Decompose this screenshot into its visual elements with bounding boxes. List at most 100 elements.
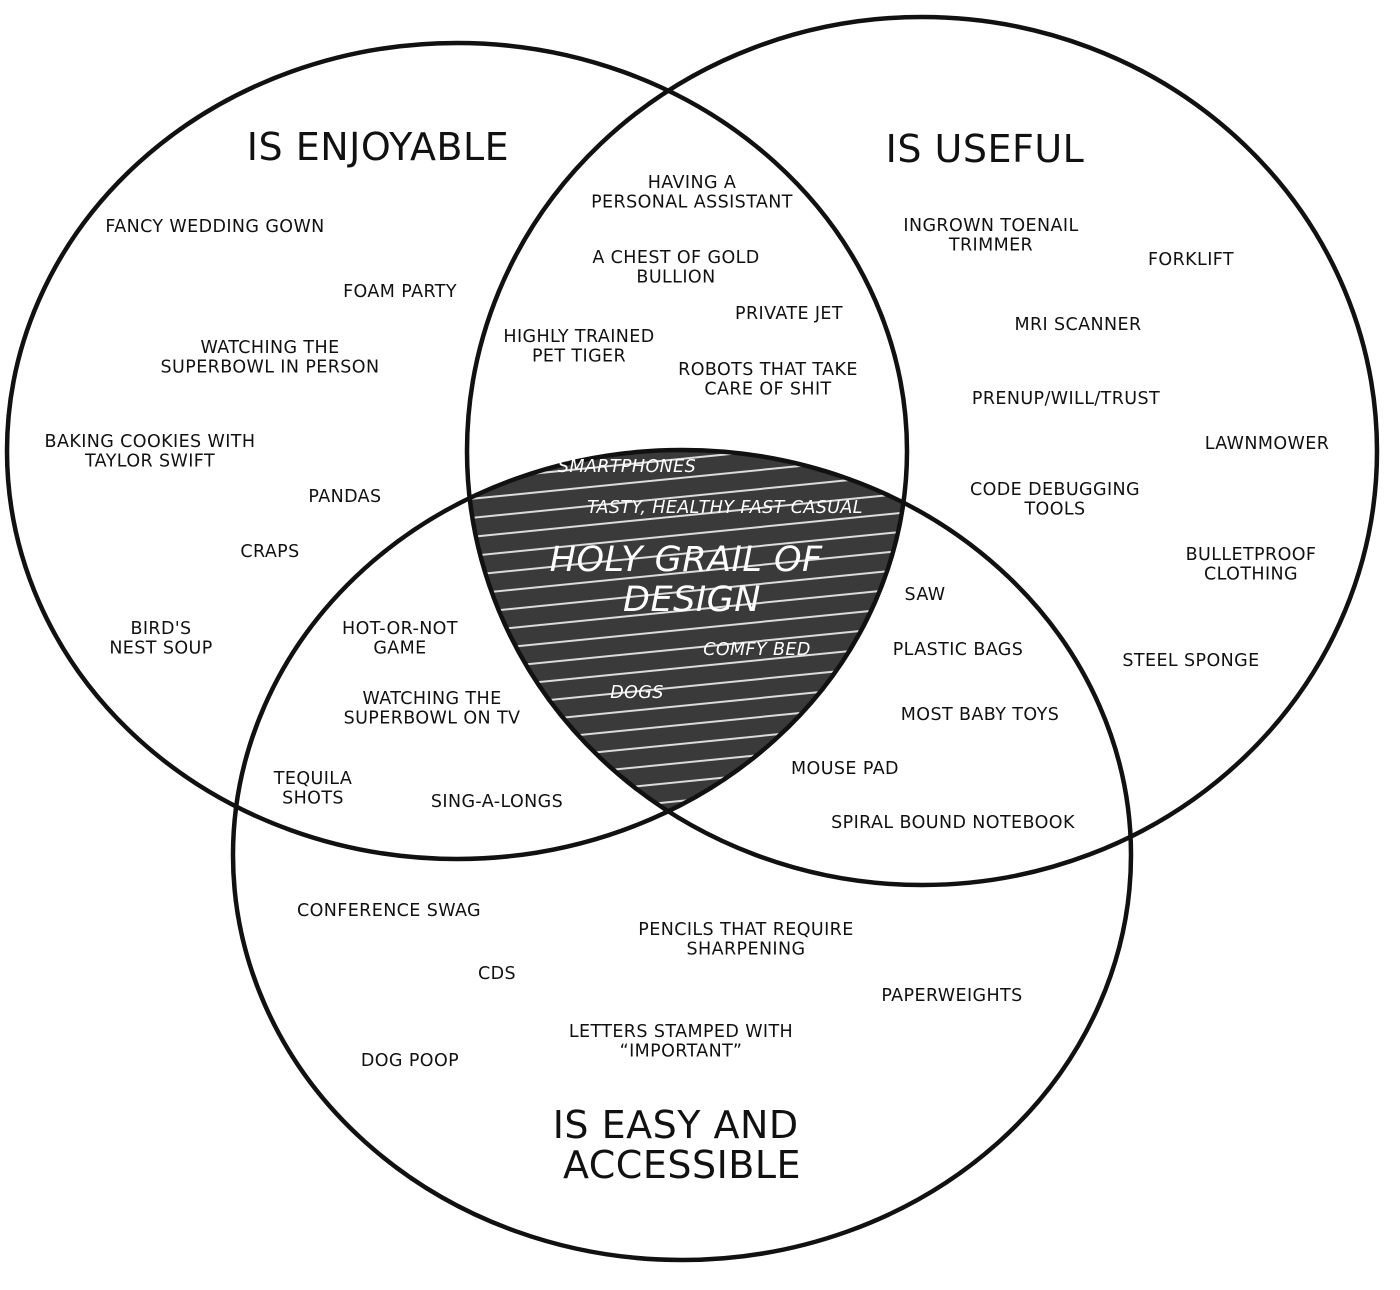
item-line: CONFERENCE SWAG [297,901,481,921]
item-all-three: SMARTPHONES [558,457,696,477]
item-line: PENCILS THAT REQUIRE [638,920,853,940]
item-all-three: TASTY, HEALTHY FAST CASUAL [587,498,863,518]
item-line: MRI SCANNER [1014,315,1141,335]
highlight-stripe [467,564,907,618]
item-easy-only: CDS [478,964,516,984]
item-enjoyable-only: FOAM PARTY [343,282,457,302]
highlight-stripe [430,394,950,446]
item-line: PAPERWEIGHTS [881,986,1022,1006]
item-line: INGROWN TOENAIL [903,216,1078,236]
item-line: TOOLS [1023,500,1085,520]
item-line: TEQUILA [273,769,352,789]
item-line: SPIRAL BOUND NOTEBOOK [831,813,1075,833]
item-line: “IMPORTANT” [620,1042,743,1062]
item-line: PRENUP/WILL/TRUST [972,389,1160,409]
item-line: TAYLOR SWIFT [84,452,215,472]
easy-circle [230,447,1134,1263]
item-line: BAKING COOKIES WITH [45,432,256,452]
item-line: CRAPS [240,542,299,562]
item-line: PERSONAL ASSISTANT [591,193,793,213]
item-useful-only: MRI SCANNER [1014,315,1141,335]
highlight-stripe [467,526,907,580]
center-title-line-1: HOLY GRAIL OF [550,540,823,580]
center-title-line-2: DESIGN [623,580,761,620]
item-line: DOGS [610,683,664,703]
item-line: MOST BABY TOYS [901,705,1059,725]
item-enjoyable-easy: SING-A-LONGS [431,792,563,812]
highlight-stripe [467,507,907,561]
item-easy-only: CONFERENCE SWAG [297,901,481,921]
item-line: COMFY BED [703,640,811,660]
set-title-easy-line-2: ACCESSIBLE [563,1143,801,1187]
item-line: SMARTPHONES [558,457,696,477]
item-line: GAME [373,639,426,659]
item-useful-easy: SPIRAL BOUND NOTEBOOK [831,813,1075,833]
item-line: STEEL SPONGE [1122,651,1259,671]
item-line: PANDAS [308,487,381,507]
item-line: PRIVATE JET [735,304,843,324]
item-line: CARE OF SHIT [704,380,831,400]
highlight-stripe [467,583,907,637]
item-line: SHOTS [282,789,344,809]
set-title-useful: IS USEFUL [886,127,1085,171]
item-enjoyable-only: PANDAS [308,487,381,507]
item-line: FORKLIFT [1148,250,1234,270]
item-line: BULLION [636,268,715,288]
item-line: SUPERBOWL IN PERSON [161,358,380,378]
item-line: PET TIGER [532,347,626,367]
item-line: TRIMMER [948,236,1033,256]
item-labels: FANCY WEDDING GOWN FOAM PARTY WATCHING THE… [45,173,1330,1071]
highlight-stripe [467,545,907,599]
enjoyable-circle [4,40,910,862]
item-useful-only: PRENUP/WILL/TRUST [972,389,1160,409]
highlight-stripe [430,375,950,427]
item-line: DOG POOP [361,1051,459,1071]
item-line: TASTY, HEALTHY FAST CASUAL [587,498,863,518]
item-line: SAW [905,585,946,605]
item-useful-easy: MOST BABY TOYS [901,705,1059,725]
item-line: WATCHING THE [200,338,339,358]
item-line: HOT-OR-NOT [342,619,458,639]
item-line: CDS [478,964,516,984]
item-line: LAWNMOWER [1205,434,1330,454]
item-line: FOAM PARTY [343,282,457,302]
item-line: SING-A-LONGS [431,792,563,812]
item-useful-only: FORKLIFT [1148,250,1234,270]
item-enjoyable-only: CRAPS [240,542,299,562]
item-easy-only: DOG POOP [361,1051,459,1071]
item-enjoyable-useful: PRIVATE JET [735,304,843,324]
item-line: SHARPENING [687,940,806,960]
item-line: ROBOTS THAT TAKE [678,360,858,380]
item-line: BULLETPROOF [1186,545,1317,565]
item-useful-easy: SAW [905,585,946,605]
item-line: MOUSE PAD [791,759,899,779]
set-title-easy: IS EASY AND ACCESSIBLE [553,1103,812,1187]
item-all-three: COMFY BED [703,640,811,660]
useful-circle [464,14,1380,888]
item-easy-only: LETTERS STAMPED WITH“IMPORTANT” [569,1022,793,1062]
item-enjoyable-only: FANCY WEDDING GOWN [105,217,324,237]
item-line: A CHEST OF GOLD [592,248,759,268]
item-easy-only: PAPERWEIGHTS [881,986,1022,1006]
item-line: FANCY WEDDING GOWN [105,217,324,237]
item-useful-easy: MOUSE PAD [791,759,899,779]
item-all-three: DOGS [610,683,664,703]
item-useful-easy: PLASTIC BAGS [893,640,1024,660]
item-line: WATCHING THE [362,689,501,709]
set-title-easy-line-1: IS EASY AND [553,1103,799,1147]
item-line: BIRD'S [130,619,191,639]
item-line: NEST SOUP [109,639,212,659]
